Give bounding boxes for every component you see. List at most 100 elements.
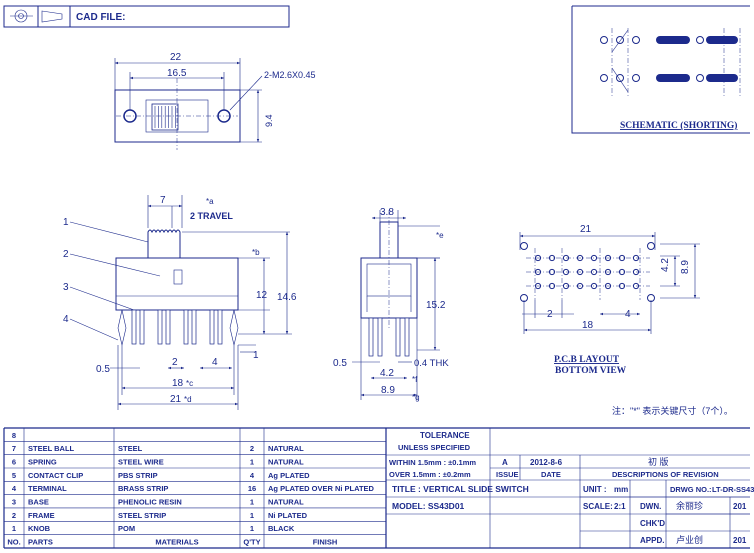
projection-symbol-icon bbox=[10, 9, 33, 23]
dwn-name: 余丽珍 bbox=[676, 500, 703, 511]
date-label: DATE bbox=[541, 470, 561, 479]
table-cell-qty: 1 bbox=[250, 457, 254, 466]
dim-star-d: *d bbox=[184, 395, 192, 404]
drwg-label: DRWG NO.: bbox=[670, 485, 712, 494]
terminal-pin bbox=[209, 309, 215, 345]
table-cell-no: 8 bbox=[12, 431, 16, 440]
pcb-dim-4: 4 bbox=[625, 309, 631, 320]
tolerance-over: OVER 1.5mm : ±0.2mm bbox=[389, 470, 471, 479]
dwn-label: DWN. bbox=[640, 502, 661, 511]
shorting-bar bbox=[656, 74, 690, 82]
drawing-model: MODEL: SS43D01 bbox=[392, 501, 465, 511]
table-cell-finish: NATURAL bbox=[268, 457, 304, 466]
dim-screw: 2-M2.6X0.45 bbox=[264, 70, 316, 80]
dim-star-f: *f bbox=[412, 375, 418, 384]
table-cell-qty: 2 bbox=[250, 444, 254, 453]
side-view: 3.8 *e 15.2 0.5 0.4 THK 4.2 *f 8.9 *g bbox=[333, 207, 449, 402]
table-cell-material: STEEL WIRE bbox=[118, 457, 164, 466]
terminal-pin bbox=[217, 309, 223, 345]
dwn-date: 201 bbox=[733, 502, 747, 511]
side-pin bbox=[368, 317, 374, 357]
dim-side-0-5: 0.5 bbox=[333, 358, 347, 369]
schematic-box: SCHEMATIC (SHORTING) bbox=[571, 5, 750, 134]
table-cell-material: PHENOLIC RESIN bbox=[118, 497, 182, 506]
table-cell-part: SPRING bbox=[28, 457, 57, 466]
callout-1: 1 bbox=[63, 217, 69, 228]
dim-0-4-thk: 0.4 THK bbox=[414, 358, 449, 369]
terminal-pin bbox=[165, 309, 171, 345]
tolerance-within: WITHIN 1.5mm : ±0.1mm bbox=[389, 458, 476, 467]
dim-4-2: 4.2 bbox=[380, 368, 394, 379]
schematic-title: SCHEMATIC (SHORTING) bbox=[620, 120, 737, 131]
scale-value: 2:1 bbox=[614, 502, 626, 511]
table-cell-no: 5 bbox=[12, 471, 16, 480]
dim-16-5: 16.5 bbox=[167, 68, 187, 79]
title-block-frame bbox=[3, 427, 750, 549]
pcb-title: P.C.B LAYOUT bbox=[554, 355, 620, 365]
cad-file-label: CAD FILE: bbox=[76, 12, 125, 23]
table-cell-material: STEEL bbox=[118, 444, 143, 453]
table-cell-material: STEEL STRIP bbox=[118, 511, 166, 520]
key-dimension-note: 注："*" 表示关键尺寸（7个）。 bbox=[612, 405, 733, 416]
pcb-dim-18: 18 bbox=[582, 320, 594, 331]
table-cell-material: POM bbox=[118, 524, 135, 533]
dim-4: 4 bbox=[212, 357, 218, 368]
scale-label: SCALE: bbox=[583, 502, 613, 511]
schematic-contact bbox=[600, 74, 608, 82]
side-pins bbox=[368, 317, 410, 357]
dim-15-2: 15.2 bbox=[426, 300, 446, 311]
pcb-dim-2: 2 bbox=[547, 309, 553, 320]
terminal-pin bbox=[183, 309, 189, 345]
knob-ridges bbox=[154, 106, 176, 128]
table-cell-qty: 16 bbox=[248, 484, 256, 493]
table-cell-no: 7 bbox=[12, 444, 16, 453]
tolerance-subtitle: UNLESS SPECIFIED bbox=[398, 443, 471, 452]
dim-2: 2 bbox=[172, 357, 178, 368]
dim-3-8: 3.8 bbox=[380, 207, 394, 218]
dim-8-9: 8.9 bbox=[381, 385, 395, 396]
schematic-arrow bbox=[611, 29, 629, 53]
terminal-pins bbox=[131, 309, 223, 345]
chkd-label: CHK'D bbox=[640, 519, 665, 528]
pcb-mount-pad bbox=[647, 242, 655, 250]
tolerance-block: TOLERANCE UNLESS SPECIFIED WITHIN 1.5mm … bbox=[386, 428, 754, 548]
schematic-contact bbox=[696, 36, 704, 44]
dim-star-e: *e bbox=[436, 231, 444, 240]
table-cell-part: BASE bbox=[28, 497, 49, 506]
appd-date: 201 bbox=[733, 536, 747, 545]
cone-symbol-icon bbox=[41, 10, 63, 23]
terminal-pin bbox=[131, 309, 137, 345]
terminal-pin bbox=[139, 309, 145, 345]
dim-14-6: 14.6 bbox=[277, 292, 297, 303]
callout-4: 4 bbox=[63, 314, 69, 325]
table-cell-qty: 1 bbox=[250, 511, 254, 520]
shorting-bar bbox=[706, 36, 738, 44]
appd-label: APPD. bbox=[640, 536, 664, 545]
dim-9-4: 9.4 bbox=[264, 114, 274, 127]
revision-description: 初 版 bbox=[648, 456, 669, 467]
dim-travel: 2 TRAVEL bbox=[190, 211, 233, 221]
dim-0-5: 0.5 bbox=[96, 364, 110, 375]
terminal-pin bbox=[191, 309, 197, 345]
table-cell-no: 4 bbox=[12, 484, 17, 493]
terminal-pin bbox=[157, 309, 163, 345]
side-pin bbox=[395, 317, 401, 357]
top-view: 22 16.5 2-M2.6X0.45 9.4 bbox=[114, 52, 316, 150]
dim-18: 18 bbox=[172, 378, 184, 389]
table-cell-qty: Q'TY bbox=[243, 537, 260, 546]
table-cell-finish: NATURAL bbox=[268, 497, 304, 506]
pcb-dim-8-9: 8.9 bbox=[680, 260, 691, 274]
table-cell-qty: 1 bbox=[250, 497, 254, 506]
table-cell-no: 6 bbox=[12, 457, 16, 466]
pcb-mount-pad bbox=[520, 242, 528, 250]
table-cell-no: 3 bbox=[12, 497, 16, 506]
unit-label: UNIT : bbox=[583, 485, 607, 494]
table-cell-finish: NATURAL bbox=[268, 444, 304, 453]
dim-21: 21 bbox=[170, 394, 182, 405]
dim-1: 1 bbox=[253, 350, 259, 361]
table-cell-part: CONTACT CLIP bbox=[28, 471, 83, 480]
side-pin bbox=[377, 317, 383, 357]
table-cell-part: PARTS bbox=[28, 537, 53, 546]
front-side-view: 7 *a 2 TRAVEL *b 12 14.6 1 1 2 3 4 0.5 2 bbox=[63, 195, 297, 410]
